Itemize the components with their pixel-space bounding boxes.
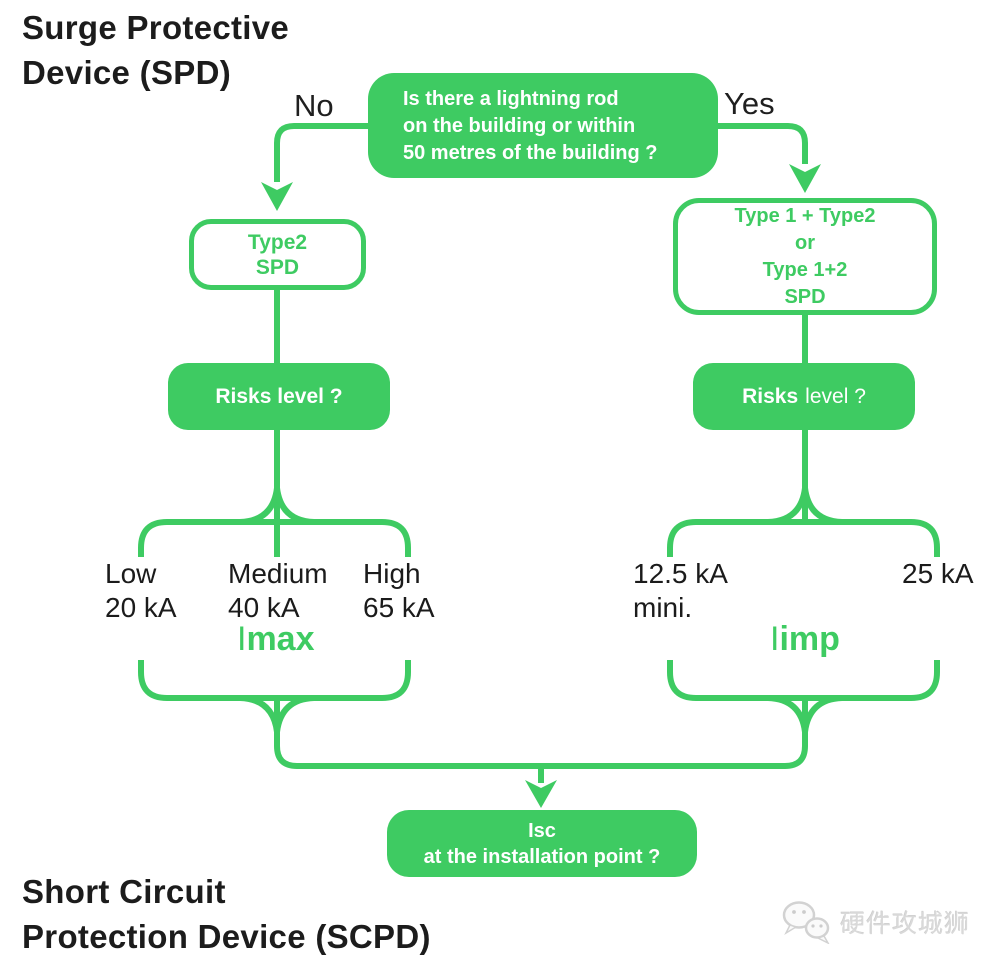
imax-sub: max — [246, 620, 315, 658]
connector-no-branch — [274, 123, 368, 182]
option-low-value: 20 kA — [105, 592, 177, 623]
risk-right-bold: Risks — [742, 384, 799, 408]
option-medium-value: 40 kA — [228, 592, 300, 623]
risk-right-rest: level ? — [805, 384, 866, 408]
option-medium: Medium 40 kA — [228, 557, 328, 625]
isc-installation-point-box: Isc at the installation point ? — [387, 810, 697, 877]
type2-spd-box: Type2 SPD — [189, 219, 366, 290]
iimp-prefix: I — [770, 620, 780, 658]
arrowhead-yes-icon — [789, 164, 821, 193]
option-12-5ka-note: mini. — [633, 592, 693, 623]
bracket-left-top — [138, 519, 411, 557]
type2-spd-line1: Type2 — [247, 230, 308, 254]
type12-line1: Type 1 + Type2 — [734, 204, 876, 227]
iimp-label: Iimp — [770, 620, 840, 659]
type12-line2: or — [795, 231, 815, 254]
risk-level-left-label: Risks level ? — [215, 384, 343, 408]
option-25ka: 25 kA — [902, 557, 974, 591]
page-title-spd-line1: Surge Protective — [22, 9, 290, 46]
option-25ka-value: 25 kA — [902, 558, 974, 589]
question-line1: Is there a lightning rod — [403, 88, 619, 110]
bracket-left-top-flare — [239, 487, 315, 525]
page-title-scpd-line2: Protection Device (SCPD) — [22, 917, 431, 955]
option-low-level: Low — [105, 558, 157, 589]
option-12-5ka-value: 12.5 kA — [633, 558, 728, 589]
connector-yes-branch — [718, 123, 808, 164]
option-high: High 65 kA — [363, 557, 435, 625]
isc-line2: at the installation point ? — [423, 845, 661, 868]
page-title-spd-line2: Device (SPD) — [22, 53, 232, 91]
option-high-value: 65 kA — [363, 592, 435, 623]
option-low: Low 20 kA — [105, 557, 177, 625]
page-title-scpd: Short Circuit Protection Device (SCPD) — [22, 870, 431, 960]
branch-label-yes: Yes — [724, 86, 775, 121]
page-title-scpd-line1: Short Circuit — [22, 873, 226, 910]
bracket-left-bottom — [138, 660, 411, 701]
bracket-right-bottom — [667, 660, 940, 701]
connector-right-merge — [541, 698, 808, 769]
imax-prefix: I — [237, 620, 247, 658]
wechat-icon — [782, 901, 830, 944]
type12-line3: Type 1+2 — [762, 258, 848, 281]
watermark-text: 硬件攻城狮 — [840, 910, 971, 938]
question-box-lightning-rod: Is there a lightning rod on the building… — [368, 73, 718, 178]
type1-plus-type2-spd-box: Type 1 + Type2 or Type 1+2 SPD — [673, 198, 937, 315]
question-line3: 50 metres of the building ? — [403, 142, 658, 164]
watermark: 硬件攻城狮 — [780, 900, 970, 944]
bracket-right-top-flare — [767, 487, 843, 525]
connector-left-merge — [274, 698, 541, 769]
imax-label: Imax — [237, 620, 315, 659]
bracket-right-top — [667, 519, 940, 557]
arrowhead-final-icon — [525, 780, 557, 808]
option-high-level: High — [363, 558, 421, 589]
iimp-sub: imp — [779, 620, 840, 658]
page-title-spd: Surge Protective Device (SPD) — [22, 6, 289, 96]
risk-level-box-left: Risks level ? — [168, 363, 390, 430]
question-line2: on the building or within — [403, 115, 636, 137]
arrowhead-no-icon — [261, 182, 293, 211]
option-12-5ka: 12.5 kA mini. — [633, 557, 728, 625]
bracket-left-bottom-flare — [239, 695, 315, 733]
bracket-right-bottom-flare — [767, 695, 843, 733]
isc-line1: Isc — [528, 819, 556, 842]
type2-spd-line2: SPD — [255, 255, 300, 279]
type12-line4: SPD — [784, 285, 826, 308]
branch-label-no: No — [294, 88, 334, 123]
option-medium-level: Medium — [228, 558, 328, 589]
